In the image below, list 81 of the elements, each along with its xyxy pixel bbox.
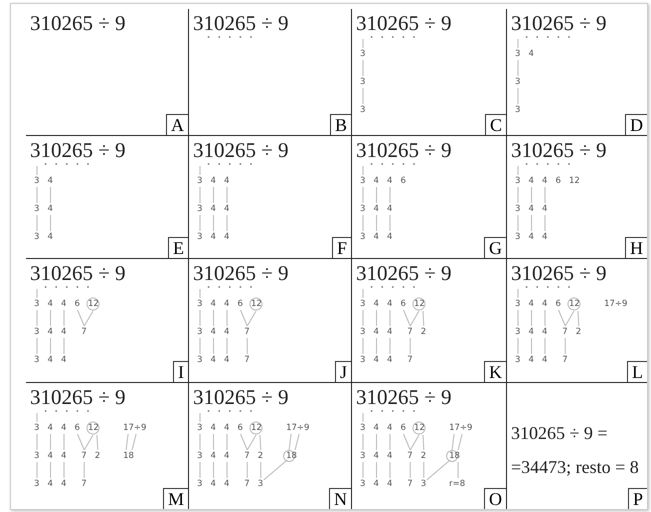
step-panel <box>352 259 507 383</box>
division-expression: 310265 ÷ 9 <box>193 11 289 36</box>
division-expression: 310265 ÷ 9 <box>356 261 452 286</box>
digit-row-text: 3 4 4 6 12 17÷9 <box>359 423 474 435</box>
division-expression: 310265 ÷ 9 <box>193 385 289 410</box>
digit-row-text: 3 4 4 7 2 <box>514 327 582 339</box>
result-text: =34473; resto = 8 <box>511 457 639 478</box>
digit-row-text: 3 4 4 7 <box>33 327 88 339</box>
division-expression: 310265 ÷ 9 <box>511 138 607 163</box>
step-panel <box>352 9 507 136</box>
panel-letter: J <box>334 361 351 382</box>
digit-row-text: 3 4 4 <box>196 204 230 216</box>
step-panel <box>352 136 507 259</box>
digit-row-text: 3 4 4 7 2 18 <box>196 451 298 463</box>
step-panel <box>26 136 189 259</box>
digit-row-text: 3 <box>514 77 522 89</box>
digit-row-text: 3 4 4 7 <box>33 479 88 491</box>
division-expression: 310265 ÷ 9 <box>193 138 289 163</box>
digit-row-text: 3 4 4 7 3 <box>196 479 264 491</box>
digit-row-text: 3 4 4 7 2 18 <box>359 451 461 463</box>
digit-row-text: 3 4 4 6 12 17÷9 <box>514 299 628 311</box>
digit-row-text: 3 4 4 <box>359 232 394 244</box>
digit-row-text: 3 4 <box>514 49 535 61</box>
step-panel <box>26 9 189 136</box>
panel-letter: H <box>625 237 647 258</box>
panel-letter: M <box>162 488 188 509</box>
digit-row-text: 3 4 4 7 <box>196 327 251 339</box>
panel-letter: G <box>484 237 506 258</box>
panel-letter: C <box>484 114 506 135</box>
panel-letter: D <box>625 114 647 135</box>
digit-row-text: 3 4 4 6 12 <box>359 299 426 311</box>
digit-row-text: 3 <box>359 49 366 61</box>
panel-letter: L <box>627 361 647 382</box>
division-expression: 310265 ÷ 9 <box>511 261 607 286</box>
digit-row-text: 3 4 4 7 3 r=8 <box>359 479 466 491</box>
digit-row-text: 3 4 4 6 12 17÷9 <box>33 423 148 435</box>
digit-row-text: 3 <box>359 105 366 117</box>
division-expression: 310265 ÷ 9 <box>356 138 452 163</box>
digit-row-text: 3 4 4 <box>33 355 68 367</box>
panel-letter: P <box>628 488 647 509</box>
digit-row-text: 3 4 4 6 <box>359 176 407 188</box>
panel-letter: A <box>166 114 188 135</box>
panel-letter: F <box>332 237 351 258</box>
panel-letter: O <box>484 488 506 509</box>
digit-row-text: 3 4 4 6 12 <box>514 176 581 188</box>
step-panel <box>26 259 189 383</box>
division-expression: 310265 ÷ 9 <box>30 261 126 286</box>
digit-row-text: 3 4 4 7 <box>514 355 569 367</box>
panel-letter: B <box>330 114 351 135</box>
digit-row-text: 3 4 4 6 12 <box>196 299 263 311</box>
panel-letter: I <box>173 361 188 382</box>
digit-row-text: 3 4 4 <box>514 204 548 216</box>
digit-row-text: 3 4 4 7 <box>196 355 251 367</box>
panel-letter: K <box>484 361 506 382</box>
division-expression: 310265 ÷ 9 <box>511 11 607 36</box>
digit-row-text: 3 4 4 7 2 <box>359 327 428 339</box>
digit-row-text: 3 4 4 7 <box>359 355 414 367</box>
division-expression: 310265 ÷ 9 <box>193 261 289 286</box>
division-expression: 310265 ÷ 9 <box>356 385 452 410</box>
digit-row-text: 3 <box>359 77 366 89</box>
digit-row-text: 3 4 <box>33 176 54 188</box>
digit-row-text: 3 4 4 6 12 17÷9 <box>196 423 310 435</box>
digit-row-text: 3 4 4 <box>196 176 230 188</box>
digit-row-text: 3 4 4 <box>359 204 394 216</box>
division-expression: 310265 ÷ 9 <box>30 385 126 410</box>
panel-letter: E <box>168 237 188 258</box>
digit-row-text: 3 4 <box>33 204 54 216</box>
step-panel <box>189 136 352 259</box>
step-panel <box>189 259 352 383</box>
division-expression: 310265 ÷ 9 <box>356 11 452 36</box>
digit-row-text: 3 4 4 7 2 18 <box>33 451 135 463</box>
division-expression: 310265 ÷ 9 = <box>511 423 608 444</box>
digit-row-text: 3 4 4 6 12 <box>33 299 100 311</box>
step-panel <box>189 9 352 136</box>
division-expression: 310265 ÷ 9 <box>30 11 126 36</box>
digit-row-text: 3 <box>514 105 522 117</box>
digit-row-text: 3 4 4 <box>514 232 548 244</box>
division-expression: 310265 ÷ 9 <box>30 138 126 163</box>
panel-letter: N <box>329 488 351 509</box>
digit-row-text: 3 4 4 <box>196 232 230 244</box>
digit-row-text: 3 4 <box>33 232 54 244</box>
